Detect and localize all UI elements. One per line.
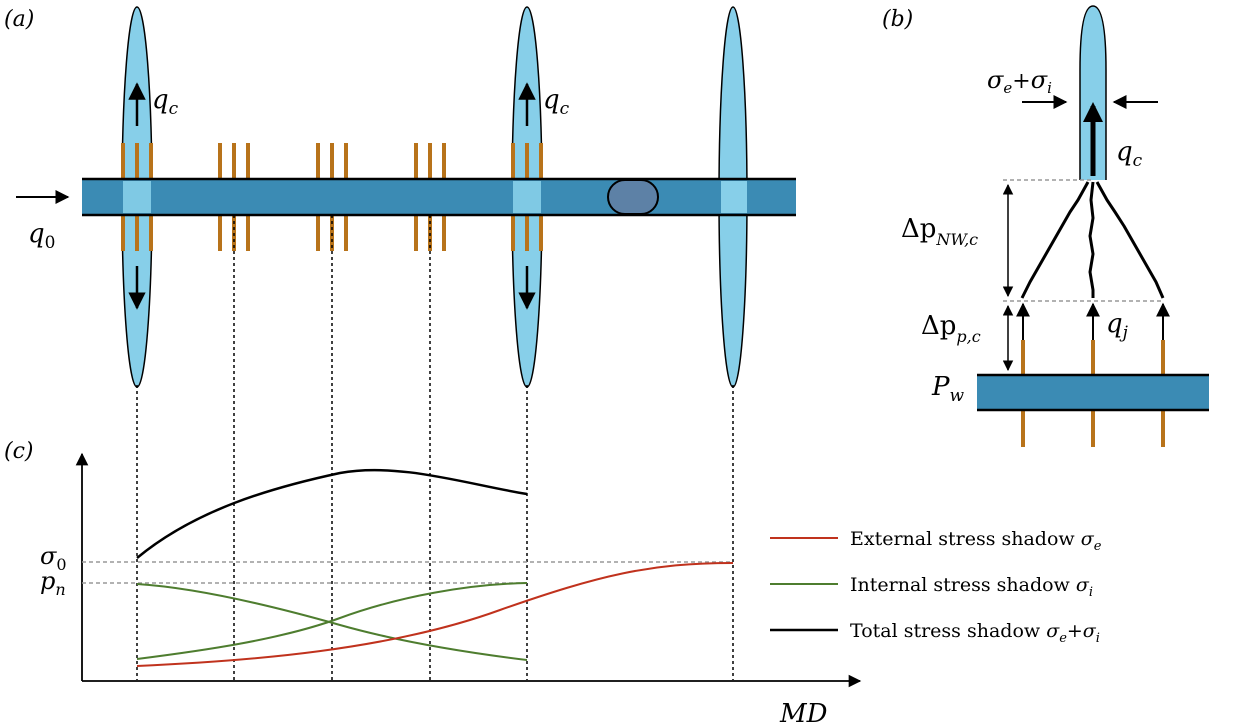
legend-label-external: External stress shadow σe: [850, 528, 1102, 554]
inflow-label: q0: [28, 219, 55, 253]
panel-c: (c) MD σ0 pn External stress shadow σe I…: [4, 439, 1102, 725]
perf-flow-label: qj: [1106, 309, 1129, 343]
dp-nw-label: ΔpNW,c: [901, 214, 978, 249]
legend: External stress shadow σe Internal stres…: [770, 528, 1102, 646]
perforations: [121, 143, 543, 251]
sigma0-label: σ0: [40, 542, 67, 574]
internal-stress-decay-curve: [136, 583, 528, 661]
fracture-detail: [1079, 5, 1107, 180]
stress-label: σe+σi: [987, 66, 1052, 97]
fracture-core-1: [123, 181, 151, 213]
plug: [607, 179, 659, 215]
external-stress-curve: [136, 562, 734, 667]
dp-perf-label: Δpp,c: [921, 311, 981, 346]
panel-b-label: (b): [882, 7, 913, 32]
wellbore-pressure-label: Pw: [931, 372, 965, 406]
cluster-flow-label-1: qc: [152, 85, 179, 119]
legend-label-total: Total stress shadow σe+σi: [850, 620, 1100, 646]
internal-stress-growth-curve: [136, 582, 528, 660]
legend-label-internal: Internal stress shadow σi: [850, 574, 1093, 600]
panel-c-label: (c): [4, 439, 34, 464]
panel-a-label: (a): [4, 7, 34, 32]
perforation-tunnels: [1021, 340, 1165, 447]
fracture-core-existing: [721, 181, 747, 213]
x-axis-label: MD: [779, 699, 828, 725]
pn-label: pn: [40, 567, 66, 599]
cluster-flow-label-5: qc: [543, 85, 570, 119]
cluster-flow-label: qc: [1116, 137, 1143, 171]
wellbore: [82, 179, 796, 215]
panel-b: (b) qc σe+σi qj Pw: [882, 5, 1209, 447]
projection-lines: [136, 215, 734, 680]
near-wellbore-paths: [1020, 181, 1165, 299]
wellbore-section: [977, 375, 1209, 410]
total-stress-curve: [136, 468, 528, 559]
fracture-core-5: [513, 181, 541, 213]
panel-a: (a) q0: [4, 6, 796, 388]
